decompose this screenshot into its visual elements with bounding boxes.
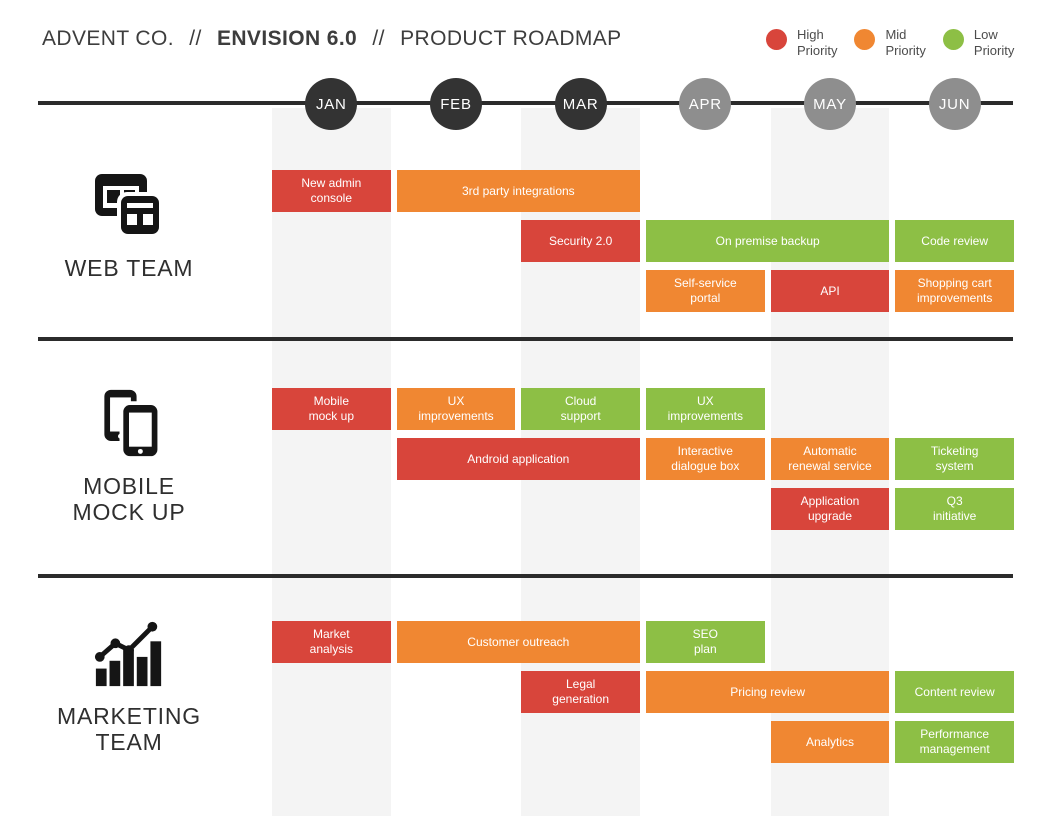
legend-dot-mid [854,29,876,50]
company-name: ADVENT CO. [42,27,174,50]
page-title: ADVENT CO. // ENVISION 6.0 // PRODUCT RO… [42,27,622,51]
task-bar-customer-outreach[interactable]: Customer outreach [396,621,640,663]
task-bar-pricing-review[interactable]: Pricing review [645,671,890,713]
task-bar-ticketing-system[interactable]: Ticketing system [895,438,1014,480]
month-cell: JUN [895,78,1014,130]
legend-label: High Priority [797,27,838,58]
team-label-web: WEB TEAM [38,166,220,281]
month-cell: MAY [771,78,890,130]
growth-chart-icon [94,621,162,687]
task-bar-performance-management[interactable]: Performance management [895,721,1014,763]
task-bar-3rd-party-integrations[interactable]: 3rd party integrations [396,170,640,212]
month-circle-apr: APR [679,78,732,130]
task-bar-security-2-0[interactable]: Security 2.0 [521,220,640,262]
task-bar-self-service-portal[interactable]: Self-service portal [645,270,765,312]
task-bar-automatic-renewal-service[interactable]: Automatic renewal service [770,438,890,480]
task-bar-legal-generation[interactable]: Legal generation [521,671,640,713]
team-label-mobile: MOBILE MOCK UP [38,386,220,525]
team-name: MOBILE MOCK UP [72,473,186,525]
team-name: MARKETING TEAM [57,703,201,755]
month-circle-mar: MAR [554,78,607,130]
task-bar-shopping-cart-improvements[interactable]: Shopping cart improvements [895,270,1014,312]
legend-item-low: Low Priority [942,27,1015,59]
legend-dot-low [942,29,964,50]
task-bar-interactive-dialogue-box[interactable]: Interactive dialogue box [645,438,765,480]
title-separator: // [189,27,202,50]
task-bar-analytics[interactable]: Analytics [770,721,890,763]
smartphones-icon [104,389,162,460]
task-bar-q3-initiative[interactable]: Q3 initiative [895,488,1014,530]
task-bar-mobile-mock-up[interactable]: Mobile mock up [272,388,391,430]
task-bar-new-admin-console[interactable]: New admin console [272,170,391,212]
section-divider [38,337,1013,341]
task-bar-seo-plan[interactable]: SEO plan [645,621,765,663]
month-cell: MAR [521,78,640,130]
task-bar-ux-improvements[interactable]: UX improvements [645,388,765,430]
month-circle-jan: JAN [305,78,358,130]
legend-label: Low Priority [973,27,1015,58]
month-column-stripe [272,108,391,816]
title-separator: // [372,27,385,50]
browser-windows-icon [95,174,163,238]
legend-item-mid: Mid Priority [854,27,926,59]
task-bar-ux-improvements[interactable]: UX improvements [396,388,516,430]
team-name: WEB TEAM [64,255,194,281]
legend-label: Mid Priority [885,27,926,58]
month-header: JAN FEB MAR APR MAY JUN [272,78,1014,130]
product-name: ENVISION 6.0 [216,27,358,50]
task-bar-content-review[interactable]: Content review [895,671,1014,713]
month-circle-feb: FEB [429,78,482,130]
page-title-text: PRODUCT ROADMAP [400,27,622,50]
month-circle-jun: JUN [928,78,981,130]
month-cell: FEB [397,78,516,130]
task-bar-application-upgrade[interactable]: Application upgrade [770,488,890,530]
task-bar-api[interactable]: API [770,270,890,312]
task-bar-cloud-support[interactable]: Cloud support [521,388,640,430]
legend-dot-high [766,29,787,50]
timeline-line [38,101,1013,105]
task-bar-market-analysis[interactable]: Market analysis [272,621,391,663]
team-label-marketing: MARKETING TEAM [38,616,220,755]
task-bar-code-review[interactable]: Code review [895,220,1014,262]
legend-item-high: High Priority [766,27,837,59]
month-cell: APR [646,78,765,130]
legend: High Priority Mid Priority Low Priority [766,27,1014,59]
task-bar-android-application[interactable]: Android application [396,438,640,480]
task-bar-on-premise-backup[interactable]: On premise backup [645,220,890,262]
section-divider [38,574,1013,578]
month-circle-may: MAY [803,78,856,130]
month-cell: JAN [272,78,391,130]
